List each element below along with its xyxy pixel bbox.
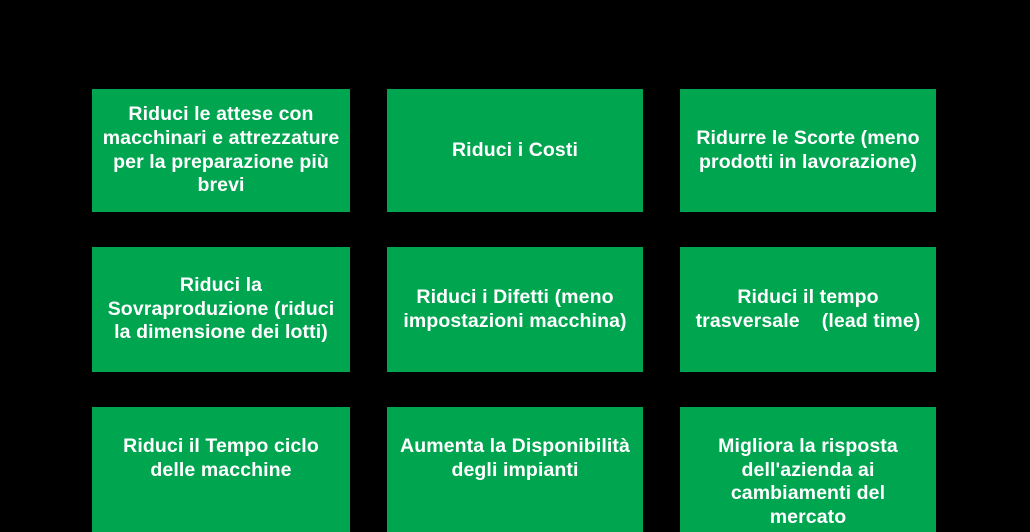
benefit-label: Riduci il Tempo ciclo delle macchine — [123, 435, 325, 481]
benefit-box-reduce-defects[interactable]: Riduci i Difetti (meno impostazioni macc… — [387, 247, 643, 372]
benefit-label: Riduci i Difetti (meno impostazioni macc… — [403, 285, 627, 332]
benefits-grid: Riduci le attese con macchinari e attrez… — [92, 89, 936, 532]
benefit-box-reduce-setup-times[interactable]: Riduci le attese con macchinari e attrez… — [92, 89, 350, 212]
benefit-box-reduce-inventory[interactable]: Ridurre le Scorte (meno prodotti in lavo… — [680, 89, 936, 212]
benefit-label: Riduci il tempo trasversale (lead time) — [695, 285, 921, 332]
benefit-box-reduce-lead-time[interactable]: Riduci il tempo trasversale (lead time) — [680, 247, 936, 372]
benefit-label: Riduci la Sovraproduzione (riduci la dim… — [107, 274, 340, 344]
benefit-box-reduce-overproduction[interactable]: Riduci la Sovraproduzione (riduci la dim… — [92, 247, 350, 372]
benefit-label: Migliora la risposta dell'azienda ai cam… — [718, 435, 904, 528]
benefit-label: Riduci i Costi — [452, 138, 578, 161]
benefit-label: Riduci le attese con macchinari e attrez… — [102, 103, 345, 197]
benefit-label: Ridurre le Scorte (meno prodotti in lavo… — [696, 126, 926, 173]
benefit-label: Aumenta la Disponibilità degli impianti — [400, 435, 636, 481]
benefit-box-improve-market-response[interactable]: Migliora la risposta dell'azienda ai cam… — [680, 407, 936, 532]
benefit-box-increase-availability[interactable]: Aumenta la Disponibilità degli impianti — [387, 407, 643, 532]
benefit-box-reduce-machine-cycle-time[interactable]: Riduci il Tempo ciclo delle macchine — [92, 407, 350, 532]
benefit-box-reduce-costs[interactable]: Riduci i Costi — [387, 89, 643, 212]
